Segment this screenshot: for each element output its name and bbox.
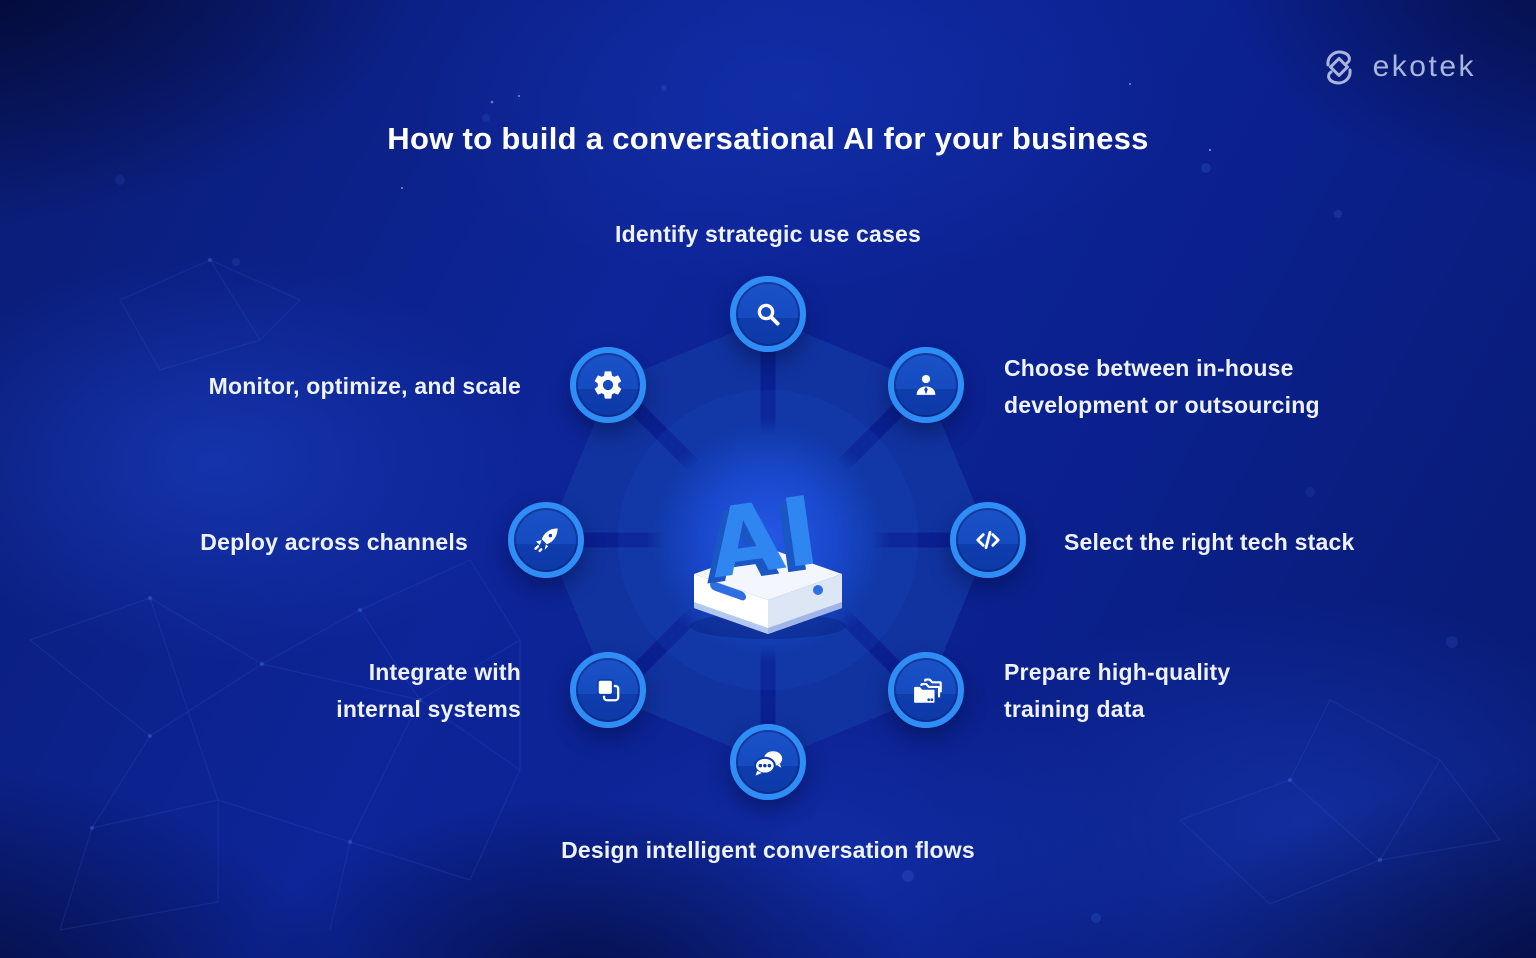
svg-text:AI: AI [695,482,818,606]
search-icon [757,303,780,326]
svg-text:AI: AI [702,476,825,600]
step-node-training-data [888,652,964,728]
step-node-tech-stack [950,502,1026,578]
octagon-wheel [546,318,990,762]
step-label-conversation-flows: Design intelligent conversation flows [561,837,975,863]
ekotek-logo-icon [1326,50,1352,85]
step-label-monitor-scale: Monitor, optimize, and scale [208,373,521,399]
step-node-conversation-flows [730,724,806,800]
folders-icon [914,678,942,703]
step-node-identify-use-cases [730,276,806,352]
rocket-icon [534,528,558,553]
step-node-choose-development [888,347,964,423]
page-title: How to build a conversational AI for you… [387,121,1149,156]
step-label-integrate-systems: Integrate with internal systems [336,659,521,722]
chat-icon [753,751,783,776]
layers-icon [596,678,620,702]
step-label-tech-stack: Select the right tech stack [1064,529,1355,555]
ekotek-logo-text: ekotek [1372,50,1476,83]
user-icon [916,374,936,395]
ekotek-logo: ekotek [1316,44,1476,90]
step-label-training-data: Prepare high-quality training data [1004,659,1231,722]
gear-icon [594,371,622,399]
code-icon [976,530,1000,550]
step-label-deploy-channels: Deploy across channels [200,529,468,555]
ai-letters: AI AI [695,476,825,606]
step-label-choose-development: Choose between in-house development or o… [1004,355,1320,418]
step-node-integrate-systems [570,652,646,728]
step-node-monitor-scale [570,347,646,423]
step-label-identify-use-cases: Identify strategic use cases [614,221,921,247]
step-node-deploy-channels [508,502,584,578]
ai-center-graphic: AI AI [690,476,846,639]
